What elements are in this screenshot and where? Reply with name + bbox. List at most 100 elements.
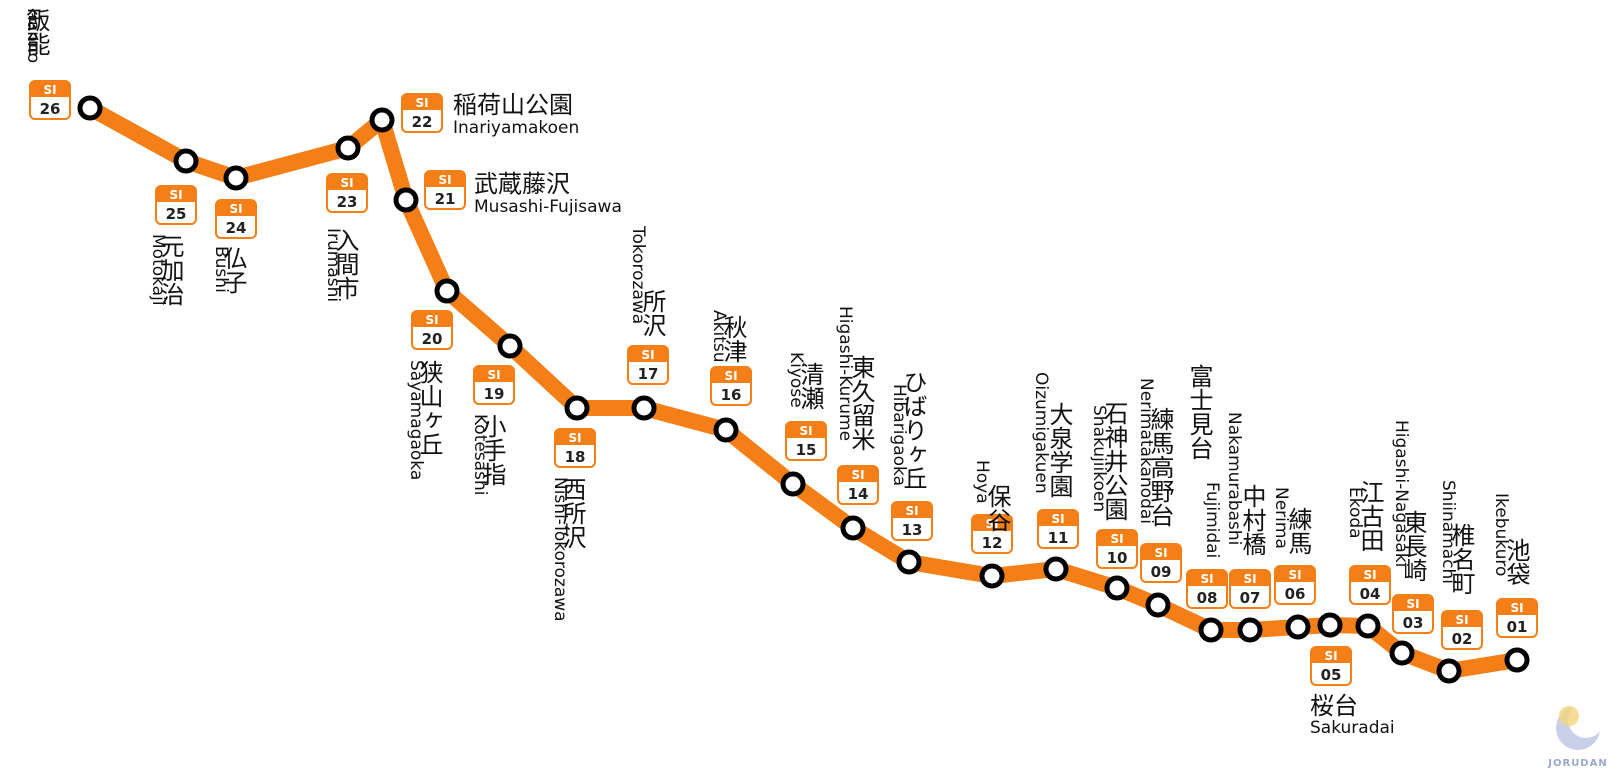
station-marker-07[interactable] bbox=[1237, 617, 1263, 643]
station-marker-04[interactable] bbox=[1355, 613, 1381, 639]
badge-line-code: SI bbox=[985, 517, 998, 531]
badge-header bbox=[327, 174, 367, 190]
badge-line-code: SI bbox=[1154, 546, 1167, 560]
station-marker-18[interactable] bbox=[564, 395, 590, 421]
station-name-en-26: Hanno bbox=[23, 8, 43, 63]
badge-header bbox=[425, 171, 465, 187]
station-markers bbox=[77, 95, 1530, 684]
badge-header bbox=[156, 186, 196, 202]
badge-header bbox=[1350, 566, 1390, 582]
station-marker-09[interactable] bbox=[1145, 592, 1171, 618]
badge-station-number: 06 bbox=[1285, 585, 1306, 603]
station-name-ja-05[interactable]: 桜台 bbox=[1310, 692, 1358, 720]
station-name-ja-03[interactable]: 東長崎 bbox=[1399, 510, 1427, 582]
badge-line-code: SI bbox=[905, 504, 918, 518]
badge-line-code: SI bbox=[43, 83, 56, 97]
station-name-ja-09[interactable]: 練馬高野台 bbox=[1146, 407, 1174, 527]
station-name-ja-20[interactable]: 狭山ヶ丘 bbox=[415, 360, 443, 456]
station-name-ja-25[interactable]: 元加治 bbox=[156, 234, 184, 306]
badge-header bbox=[402, 94, 442, 110]
logo-text: JORUDAN bbox=[1547, 758, 1607, 769]
station-name-ja-12[interactable]: 保谷 bbox=[983, 484, 1011, 532]
badge-line-code: SI bbox=[1200, 572, 1213, 586]
station-name-en-21: Musashi-Fujisawa bbox=[474, 197, 622, 217]
station-marker-22[interactable] bbox=[369, 107, 395, 133]
station-name-ja-07[interactable]: 中村橋 bbox=[1238, 484, 1266, 556]
station-name-ja-08[interactable]: 富士見台 bbox=[1185, 364, 1213, 460]
station-name-ja-10[interactable]: 石神井公園 bbox=[1100, 401, 1128, 521]
badge-header bbox=[30, 81, 70, 97]
station-marker-15[interactable] bbox=[780, 471, 806, 497]
station-name-ja-15[interactable]: 清瀬 bbox=[796, 362, 824, 410]
station-marker-23[interactable] bbox=[335, 135, 361, 161]
station-name-ja-18[interactable]: 西所沢 bbox=[558, 477, 586, 549]
station-marker-16[interactable] bbox=[713, 417, 739, 443]
badge-station-number: 05 bbox=[1321, 666, 1342, 684]
badge-line-code: SI bbox=[1406, 597, 1419, 611]
station-marker-06[interactable] bbox=[1285, 614, 1311, 640]
station-name-ja-23[interactable]: 入間市 bbox=[331, 228, 359, 300]
badge-station-number: 18 bbox=[565, 448, 586, 466]
station-name-en-19: Kotesashi bbox=[470, 414, 490, 495]
station-name-ja-14[interactable]: 東久留米 bbox=[847, 355, 875, 451]
station-name-en-23: Irumashi bbox=[323, 228, 343, 302]
badge-line-code: SI bbox=[1288, 568, 1301, 582]
station-name-ja-21[interactable]: 武蔵藤沢 bbox=[474, 170, 570, 198]
station-marker-10[interactable] bbox=[1104, 575, 1130, 601]
badge-line-code: SI bbox=[1110, 532, 1123, 546]
station-name-ja-16[interactable]: 秋津 bbox=[719, 315, 747, 363]
station-name-en-09: Nerimatakanodai bbox=[1136, 378, 1156, 524]
badge-header bbox=[412, 311, 452, 327]
badge-station-number: 10 bbox=[1107, 549, 1128, 567]
badge-header bbox=[1275, 566, 1315, 582]
station-name-ja-19[interactable]: 小手指 bbox=[478, 414, 506, 486]
station-name-ja-02[interactable]: 椎名町 bbox=[1447, 523, 1475, 595]
station-marker-26[interactable] bbox=[77, 95, 103, 121]
station-name-ja-04[interactable]: 江古田 bbox=[1356, 480, 1384, 552]
station-name-ja-24[interactable]: 仏子 bbox=[219, 246, 247, 294]
station-marker-25[interactable] bbox=[173, 148, 199, 174]
badge-header bbox=[1311, 647, 1351, 663]
station-marker-17[interactable] bbox=[631, 395, 657, 421]
station-marker-02[interactable] bbox=[1436, 658, 1462, 684]
station-marker-20[interactable] bbox=[434, 278, 460, 304]
station-marker-08[interactable] bbox=[1198, 617, 1224, 643]
station-name-en-15: Kiyose bbox=[786, 352, 806, 408]
badge-station-number: 22 bbox=[412, 113, 433, 131]
station-name-en-10: Shakujiikoen bbox=[1089, 405, 1109, 512]
station-marker-12[interactable] bbox=[979, 563, 1005, 589]
badge-station-number: 17 bbox=[638, 365, 659, 383]
station-marker-21[interactable] bbox=[393, 187, 419, 213]
badge-line-code: SI bbox=[425, 313, 438, 327]
station-marker-24[interactable] bbox=[223, 165, 249, 191]
station-name-ja-22[interactable]: 稲荷山公園 bbox=[453, 91, 573, 119]
station-marker-11[interactable] bbox=[1043, 556, 1069, 582]
station-name-ja-06[interactable]: 練馬 bbox=[1284, 507, 1312, 555]
station-name-ja-26[interactable]: 飯能 bbox=[22, 8, 50, 56]
station-name-en-25: Motokaji bbox=[148, 234, 168, 306]
station-marker-03[interactable] bbox=[1389, 640, 1415, 666]
badge-station-number: 12 bbox=[982, 534, 1003, 552]
station-name-ja-17[interactable]: 所沢 bbox=[638, 289, 666, 337]
badge-header bbox=[786, 422, 826, 438]
badge-header bbox=[711, 367, 751, 383]
badge-line-code: SI bbox=[1324, 649, 1337, 663]
station-marker-01[interactable] bbox=[1504, 647, 1530, 673]
station-marker-14[interactable] bbox=[840, 515, 866, 541]
station-name-ja-01[interactable]: 池袋 bbox=[1502, 538, 1530, 586]
station-marker-13[interactable] bbox=[896, 549, 922, 575]
station-marker-05[interactable] bbox=[1317, 612, 1343, 638]
station-name-ja-11[interactable]: 大泉学園 bbox=[1045, 402, 1073, 498]
badge-line-code: SI bbox=[1051, 512, 1064, 526]
station-marker-19[interactable] bbox=[497, 333, 523, 359]
station-name-en-14: Higashi-Kurume bbox=[835, 306, 855, 441]
station-name-ja-13[interactable]: ひばりヶ丘 bbox=[899, 370, 927, 490]
badge-header bbox=[628, 346, 668, 362]
